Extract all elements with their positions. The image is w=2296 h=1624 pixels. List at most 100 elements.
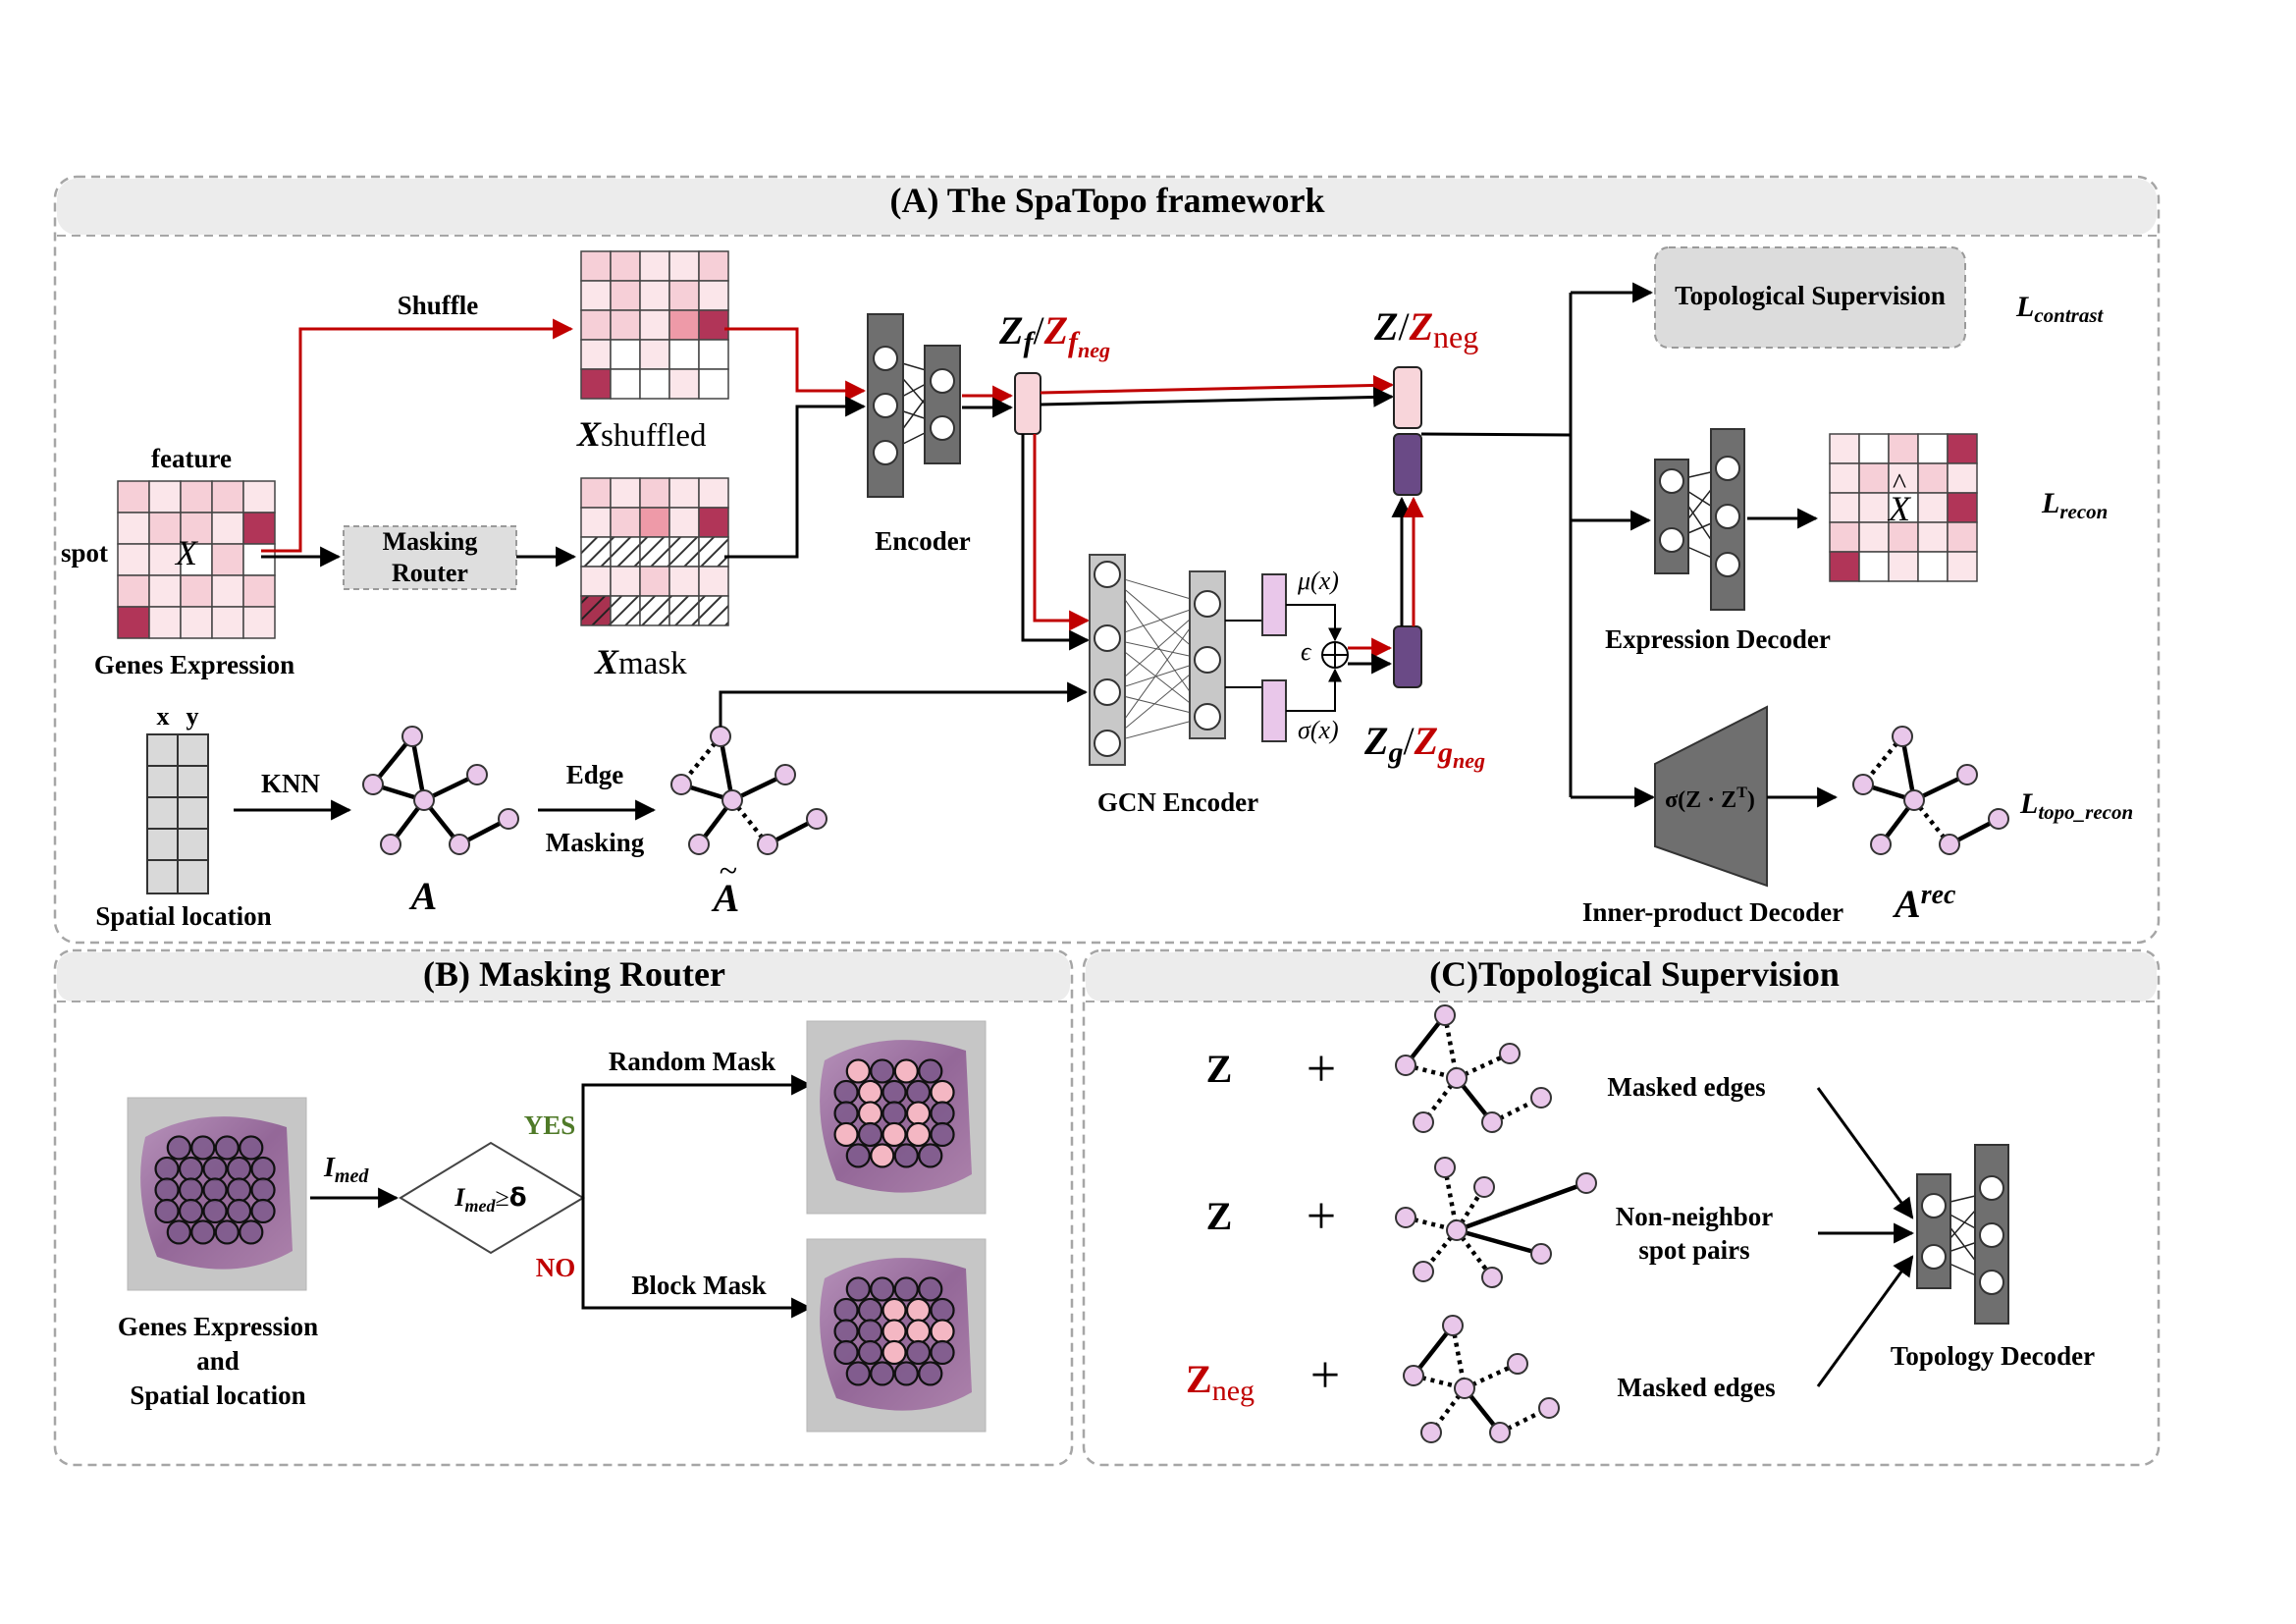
masking-router-box[interactable] — [343, 525, 517, 590]
spot-circle — [845, 1361, 871, 1386]
a-label: A — [408, 874, 438, 918]
c-graph-masked-edges-2 — [1403, 1315, 1560, 1443]
gcn-encoder-network — [1089, 554, 1226, 766]
x-shuffled-label: Xshuffled — [576, 414, 707, 454]
spatial-location-label: Spatial location — [95, 901, 271, 931]
topological-supervision-box[interactable] — [1654, 246, 1966, 349]
panel-c-frame — [1082, 948, 2161, 1467]
matrix-cell — [1858, 433, 1890, 464]
spot-circle — [893, 1361, 919, 1386]
expression-decoder-network — [1654, 428, 1745, 611]
spot-circle — [166, 1219, 191, 1245]
zf-to-z-arrow-red — [1040, 374, 1395, 396]
z-to-heads-line — [1420, 432, 1572, 437]
matrix-cell — [1888, 521, 1919, 553]
c-graph-non-neighbor — [1395, 1157, 1597, 1288]
genes-expression-label: Genes Expression — [94, 650, 294, 679]
matrix-cell — [117, 512, 150, 545]
inner-product-decoder-label: Inner-product Decoder — [1582, 897, 1843, 927]
x-shuffled-sub: shuffled — [601, 418, 707, 454]
zg-latent — [1393, 625, 1422, 688]
sigma-label: σ(x) — [1298, 716, 1339, 744]
matrix-cell — [1917, 492, 1949, 523]
gcn-to-mu — [1225, 604, 1267, 622]
spot-circle — [833, 1297, 859, 1324]
condition-label: Imed≥δ — [454, 1183, 526, 1216]
matrix-cell — [668, 250, 700, 282]
matrix-cell — [1858, 521, 1890, 553]
matrix-cell — [242, 512, 276, 545]
gcn-node — [1094, 678, 1121, 706]
spot-circle — [930, 1319, 955, 1344]
l-topo-l: L — [2019, 787, 2038, 820]
imed-arrow-label: Imed — [323, 1153, 369, 1187]
edge-masking-line1: Edge — [566, 760, 624, 789]
spot-circle — [905, 1121, 932, 1148]
spot-circle — [881, 1319, 907, 1344]
spot-circle — [870, 1058, 895, 1084]
spot-circle — [226, 1177, 252, 1203]
x-symbol: X — [174, 533, 199, 572]
matrix-cell — [117, 543, 150, 576]
spot-circle — [918, 1058, 943, 1084]
spot-circle — [893, 1276, 919, 1302]
matrix-cell — [1917, 521, 1949, 553]
spot-circle — [857, 1319, 883, 1344]
encoder-network — [867, 313, 961, 498]
zf-slash: / — [1033, 308, 1044, 352]
matrix-cell — [668, 477, 700, 509]
tissue-image-input — [127, 1097, 307, 1291]
graph-a — [362, 726, 519, 855]
c-row3-z-main: Z — [1186, 1357, 1212, 1401]
c-row3-label: Masked edges — [1617, 1373, 1775, 1402]
matrix-cell — [668, 595, 700, 626]
spot-circle — [250, 1198, 276, 1224]
matrix-cell — [610, 536, 641, 568]
matrix-cell — [698, 477, 729, 509]
matrix-cell — [180, 606, 213, 639]
matrix-cell — [1829, 492, 1860, 523]
cond-sub: med — [464, 1196, 496, 1216]
spot-circle — [881, 1297, 907, 1324]
matrix-cell — [242, 574, 276, 608]
matrix-cell — [698, 368, 729, 400]
matrix-cell — [639, 566, 670, 597]
input-label-line3: Spatial location — [130, 1380, 305, 1410]
matrix-cell — [1829, 433, 1860, 464]
tissue-image-block-mask — [806, 1238, 987, 1433]
matrix-cell — [580, 536, 612, 568]
imed-i: I — [323, 1153, 336, 1183]
gcn-node — [1194, 646, 1221, 674]
matrix-cell — [639, 507, 670, 538]
masking-router-line2: Router — [392, 559, 468, 587]
a-tilde-label: A — [711, 876, 740, 920]
spot-circle — [178, 1156, 204, 1182]
spot-circle — [881, 1121, 907, 1148]
matrix-cell — [668, 309, 700, 341]
spot-circle — [905, 1339, 932, 1366]
spot-circle — [226, 1198, 252, 1224]
matrix-cell — [580, 339, 612, 370]
c-row2-label-line1: Non-neighbor — [1616, 1202, 1774, 1231]
z-top-neg-z: Z — [1409, 304, 1433, 349]
matrix-cell — [610, 477, 641, 509]
spot-circle — [905, 1297, 932, 1324]
matrix-cell — [1888, 433, 1919, 464]
spot-circle — [154, 1156, 180, 1182]
spot-circle — [226, 1156, 252, 1182]
matrix-cell — [180, 543, 213, 576]
reconstructed-matrix — [1829, 433, 1978, 582]
random-mask-label: Random Mask — [609, 1047, 775, 1076]
matrix-cell — [610, 250, 641, 282]
spot-circle — [178, 1177, 204, 1203]
spot-circle — [918, 1276, 943, 1302]
spot-circle — [857, 1339, 883, 1366]
masking-router-line1: Masking — [383, 527, 478, 556]
zg-label: Zg/Zgneg — [1363, 719, 1485, 773]
matrix-cell — [580, 566, 612, 597]
oplus-icon — [1321, 641, 1349, 669]
zf-label: Zf/Zfneg — [998, 308, 1110, 362]
matrix-cell — [580, 507, 612, 538]
matrix-cell — [1829, 462, 1860, 494]
